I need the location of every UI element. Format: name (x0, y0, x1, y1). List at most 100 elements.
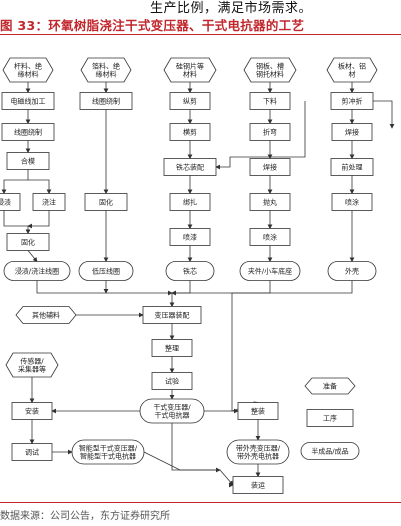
node-label: 带外壳变压器/ (236, 444, 281, 453)
node-label: 智能型干式变压器/ (79, 444, 138, 453)
flow-arrow (36, 280, 173, 296)
node-label: 横剪 (183, 128, 197, 137)
flow-arrow (171, 423, 221, 473)
node-punch: 剪冲折 (330, 92, 374, 110)
node-label: 板材、铝 (338, 62, 366, 71)
node-lv-coil: 低压线圈 (78, 261, 134, 281)
node-debug: 调试 (11, 443, 53, 461)
node-ship: 装运 (232, 476, 284, 494)
node-label: 夹件/小车底座 (248, 267, 292, 276)
top-body-text: 生产比例，满足市场需求。 (150, 1, 313, 16)
node-shell: 外壳 (327, 261, 377, 281)
node-pretreat: 前处理 (330, 158, 374, 176)
node-label: 线圈绕制 (92, 97, 120, 106)
node-label: 硅钢片等 (176, 62, 204, 71)
node-cut: 纵剪 (169, 92, 211, 110)
node-label: 前处理 (342, 163, 363, 172)
node-weld2: 焊接 (331, 123, 373, 141)
source-rule (0, 502, 401, 503)
node-label: 外壳 (345, 267, 359, 276)
node-mat-plate: 板材、铝材 (326, 57, 378, 83)
node-label: 下料 (263, 97, 277, 106)
node-label: 铁芯 (183, 267, 197, 276)
node-label: 固化 (21, 238, 35, 247)
legend-process: 工序 (306, 409, 354, 427)
node-wire: 电磁线加工 (1, 92, 55, 110)
node-label: 固化 (99, 198, 113, 207)
node-cure-lv: 固化 (84, 193, 128, 211)
node-install: 安装 (11, 402, 53, 420)
flow-arrow (27, 210, 50, 229)
node-label: 浸渍 (0, 198, 11, 207)
node-paint: 喷漆 (169, 228, 211, 246)
node-cure: 固化 (6, 233, 50, 251)
node-label: 浇注 (42, 198, 56, 207)
flow-arrow (27, 250, 38, 263)
node-label: 传感器/ (20, 357, 44, 366)
node-label: 缘材料 (96, 70, 117, 79)
node-label: 整理 (165, 344, 179, 353)
node-assemble: 变压器装配 (142, 306, 202, 324)
node-label: 安装 (25, 407, 39, 416)
flow-arrow (215, 101, 306, 170)
node-shelled: 带外壳变压器/带外壳电抗器 (226, 439, 290, 465)
source-note: 数据来源：公司公告，东方证券研究所 (0, 511, 170, 522)
node-label: 整装 (251, 407, 265, 416)
flow-arrow (373, 100, 395, 129)
node-label: 折弯 (263, 128, 277, 137)
node-label: 低压线圈 (92, 267, 120, 276)
node-label: 绑扎 (183, 198, 197, 207)
node-label: 材 (349, 70, 356, 79)
legend-prep: 准备 (304, 377, 356, 395)
node-label: 喷涂 (345, 198, 359, 207)
figure-title: 图 33：环氧树脂浇注干式变压器、干式电抗器的工艺 (0, 18, 305, 33)
node-foil-wind: 线圈绕制 (79, 92, 133, 110)
node-label: 采集器等 (18, 365, 46, 374)
node-vac: 浸渍 (0, 193, 21, 211)
legend-label: 半成品/成品 (311, 447, 348, 456)
node-pour: 浇注 (32, 193, 66, 211)
flow-arrow (28, 179, 52, 195)
node-aux: 其他辅料 (15, 306, 77, 324)
node-coil-wind: 线圈绕制 (1, 123, 55, 141)
node-label: 干式变压器/ (153, 403, 191, 412)
node-stack: 铁芯装配 (163, 158, 217, 176)
node-blank: 下料 (249, 92, 291, 110)
node-label: 材料 (183, 70, 197, 79)
node-label: 钢托材料 (256, 70, 284, 79)
node-core: 铁芯 (165, 261, 215, 281)
node-label: 调试 (25, 448, 39, 457)
node-label: 其他辅料 (32, 311, 60, 320)
node-smart: 智能型干式变压器/智能型干式电抗器 (71, 439, 145, 465)
node-paint2: 喷涂 (331, 193, 373, 211)
node-label: 杆料、绝 (14, 62, 42, 71)
node-sensor: 传感器/采集器等 (5, 352, 59, 378)
node-bend: 折弯 (249, 123, 291, 141)
node-label: 钢板、槽 (256, 62, 284, 71)
node-label: 喷漆 (183, 233, 197, 242)
node-coil-out: 浸渍/浇注线圈 (3, 261, 71, 281)
node-label: 干式电抗器 (155, 411, 190, 420)
node-adjust: 整理 (151, 339, 193, 357)
node-weld: 焊接 (249, 158, 291, 176)
node-label: 焊接 (263, 163, 277, 172)
node-label: 合模 (21, 157, 35, 166)
node-bind: 绑扎 (169, 193, 211, 211)
node-mold: 合模 (6, 152, 50, 170)
node-label: 带外壳电抗器 (237, 452, 279, 461)
process-flow-diagram: 杆料、绝缘材料箔料、绝缘材料硅钢片等材料钢板、槽钢托材料板材、铝材电磁线加工线圈… (0, 57, 395, 494)
flow-arrow (143, 451, 234, 486)
node-label: 试验 (165, 377, 179, 386)
node-cross: 横剪 (169, 123, 211, 141)
node-label: 智能型干式电抗器 (80, 452, 136, 461)
node-label: 喷涂 (263, 233, 277, 242)
node-label: 线圈绕制 (14, 128, 42, 137)
node-label: 变压器装配 (155, 311, 190, 320)
node-label: 缘材料 (18, 70, 39, 79)
node-label: 剪冲折 (342, 97, 363, 106)
legend-label: 工序 (323, 414, 337, 423)
